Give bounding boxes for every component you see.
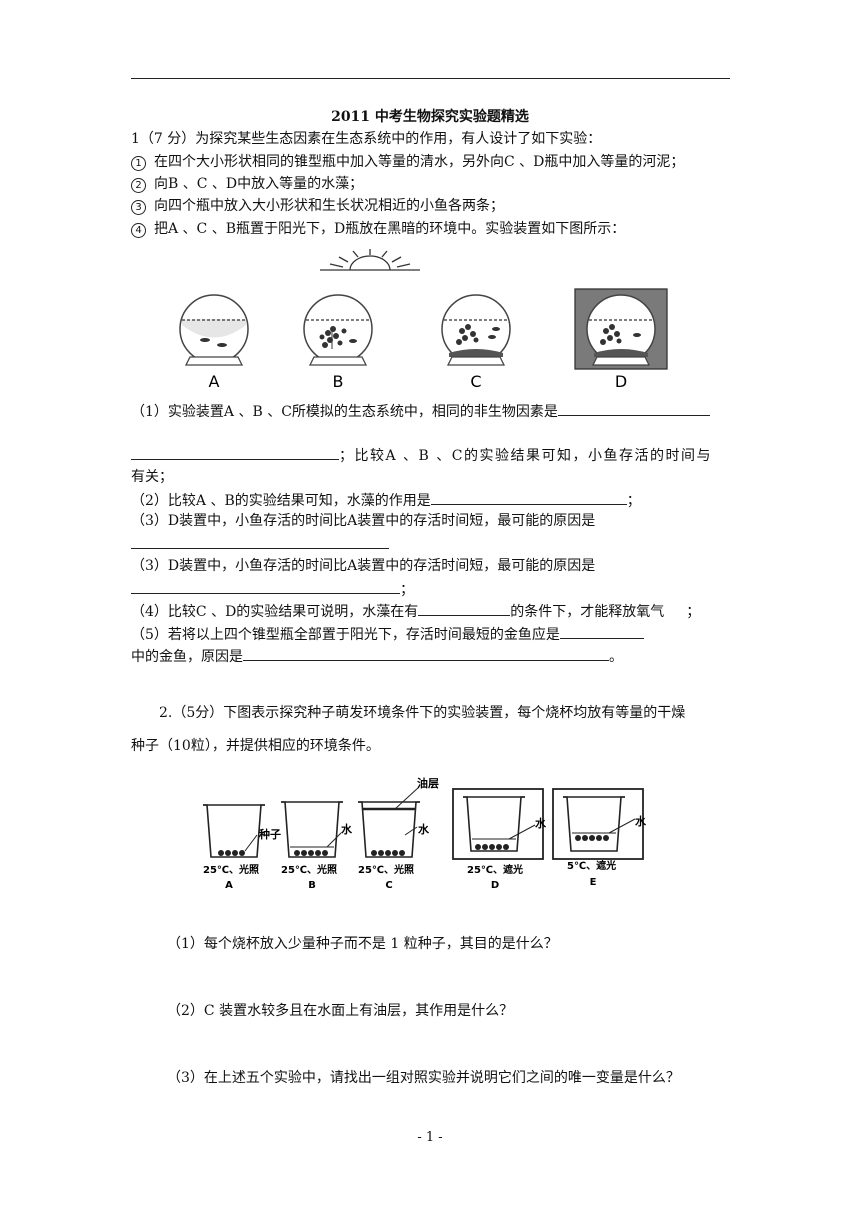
answer-blank[interactable] [557, 399, 710, 416]
answer-blank[interactable] [430, 488, 627, 505]
q1-sub2: （2）比较A 、B的实验结果可知，水藻的作用是 ； [131, 488, 641, 512]
q1-sub1-line2: ；比较A 、B 、C的实验结果可知，小鱼存活的时间与 [131, 443, 712, 467]
sub5-text-2: 中的金鱼，原因是 [131, 649, 243, 665]
beaker-e-condition: 5℃、遮光 [567, 859, 616, 872]
flask-label-b: B [333, 372, 344, 391]
step-text: 向四个瓶中放入大小形状和生长状况相近的小鱼各两条； [154, 198, 504, 214]
q1-sub1-line1: （1）实验装置A 、B 、C所模拟的生态系统中，相同的非生物因素是 [131, 399, 710, 423]
sub2-end: ； [626, 493, 641, 509]
beaker-d-note: 水 [535, 816, 547, 830]
beaker-d [452, 788, 544, 860]
answer-blank[interactable] [131, 532, 389, 549]
q1-sub5-line2: 中的金鱼，原因是 。 [131, 644, 623, 668]
beaker-c [358, 786, 420, 858]
q1-sub3-duplicate: （3）D装置中，小鱼存活的时间比A装置中的存活时间短，最可能的原因是 [131, 558, 596, 574]
beaker-a [203, 804, 265, 858]
beaker-b [281, 801, 343, 858]
q1-sub3-blank-line [131, 532, 389, 556]
beaker-d-label: D [491, 880, 499, 891]
sub2-text: （2）比较A 、B的实验结果可知，水藻的作用是 [131, 493, 431, 509]
sub1-text: （1）实验装置A 、B 、C所模拟的生态系统中，相同的非生物因素是 [131, 404, 558, 420]
flask-label-c: C [470, 372, 481, 391]
q2-question-2: （2）C 装置水较多且在水面上有油层，其作用是什么？ [167, 1003, 514, 1019]
beaker-b-note: 水 [341, 822, 353, 836]
sub4-text: （4）比较C 、D的实验结果可说明，水藻在有 [131, 604, 419, 620]
q2-intro-line2: 种子（10粒），并提供相应的环境条件。 [131, 738, 380, 754]
q1-sub4: （4）比较C 、D的实验结果可说明，水藻在有 的条件下，才能释放氧气 ； [131, 599, 700, 623]
flask-d [574, 288, 668, 370]
step-number: 4 [131, 223, 146, 238]
beaker-e-note: 水 [635, 814, 647, 828]
q1-sub3-blank-line-2: ； [131, 577, 414, 601]
flask-b [303, 294, 373, 366]
q2-figure: 种子 25℃、光照 A 水 25℃、光照 B 油层 水 [203, 776, 647, 891]
sub5-text: （5）若将以上四个锥型瓶全部置于阳光下，存活时间最短的金鱼应是 [131, 627, 560, 643]
sub4-text-2: 的条件下，才能释放氧气 [510, 604, 665, 620]
beaker-a-condition: 25℃、光照 [203, 863, 259, 876]
flask-a [179, 294, 249, 366]
sub1-text: ；比较A 、B 、C的实验结果可知，小鱼存活的时间与 [339, 448, 713, 464]
step-number: 3 [131, 200, 146, 215]
answer-blank[interactable] [559, 622, 644, 639]
beaker-c-note: 水 [418, 822, 430, 836]
q1-step-2: 2 向B 、C 、D中放入等量的水藻； [131, 173, 363, 195]
beaker-a-label: A [225, 880, 233, 891]
beaker-c-condition: 25℃、光照 [358, 863, 414, 876]
beaker-e [552, 788, 644, 860]
answer-blank[interactable] [131, 577, 400, 594]
header-rule [131, 78, 730, 79]
answer-blank[interactable] [131, 443, 339, 460]
q2-question-3: （3）在上述五个实验中，请找出一组对照实验并说明它们之间的唯一变量是什么？ [167, 1070, 680, 1086]
q1-sub5-line1: （5）若将以上四个锥型瓶全部置于阳光下，存活时间最短的金鱼应是 [131, 622, 644, 646]
q1-step-3: 3 向四个瓶中放入大小形状和生长状况相近的小鱼各两条； [131, 195, 504, 217]
q2-question-1: （1）每个烧杯放入少量种子而不是 1 粒种子，其目的是什么？ [167, 936, 558, 952]
flask-label-d: D [615, 372, 627, 391]
beaker-c-note2: 油层 [417, 776, 439, 790]
step-number: 2 [131, 178, 146, 193]
q1-sub1-line3: 有关； [131, 469, 173, 485]
beaker-e-label: E [590, 877, 597, 888]
sub3-end: ； [400, 582, 414, 598]
beaker-c-label: C [385, 880, 392, 891]
beaker-d-condition: 25℃、遮光 [467, 863, 523, 876]
q1-sub3: （3）D装置中，小鱼存活的时间比A装置中的存活时间短，最可能的原因是 [131, 513, 596, 529]
beaker-a-note: 种子 [258, 827, 281, 841]
step-number: 1 [131, 156, 146, 171]
q1-figure: A B C D [179, 249, 668, 391]
q1-step-4: 4 把A 、C 、B瓶置于阳光下，D瓶放在黑暗的环境中。实验装置如下图所示： [131, 218, 625, 240]
page-number: - 1 - [417, 1130, 443, 1145]
flask-c [441, 294, 511, 366]
sub4-end: ； [686, 604, 701, 620]
page-title: 2011 中考生物探究实验题精选 [331, 109, 529, 125]
sun-icon [320, 249, 420, 271]
q2-intro-line1: 2.（5分）下图表示探究种子萌发环境条件下的实验装置，每个烧杯均放有等量的干燥 [159, 705, 686, 721]
q1-intro: 1（7 分）为探究某些生态因素在生态系统中的作用，有人设计了如下实验： [131, 131, 602, 147]
beaker-b-label: B [308, 880, 316, 891]
step-text: 把A 、C 、B瓶置于阳光下，D瓶放在黑暗的环境中。实验装置如下图所示： [154, 221, 626, 237]
answer-blank[interactable] [418, 599, 511, 616]
q1-step-1: 1 在四个大小形状相同的锥型瓶中加入等量的清水，另外向C 、D瓶中加入等量的河泥； [131, 151, 684, 173]
step-text: 向B 、C 、D中放入等量的水藻； [154, 176, 364, 192]
answer-blank[interactable] [243, 644, 609, 661]
beaker-b-condition: 25℃、光照 [281, 863, 337, 876]
sub5-end: 。 [609, 649, 623, 665]
step-text: 在四个大小形状相同的锥型瓶中加入等量的清水，另外向C 、D瓶中加入等量的河泥； [154, 154, 685, 170]
flask-label-a: A [209, 372, 220, 391]
